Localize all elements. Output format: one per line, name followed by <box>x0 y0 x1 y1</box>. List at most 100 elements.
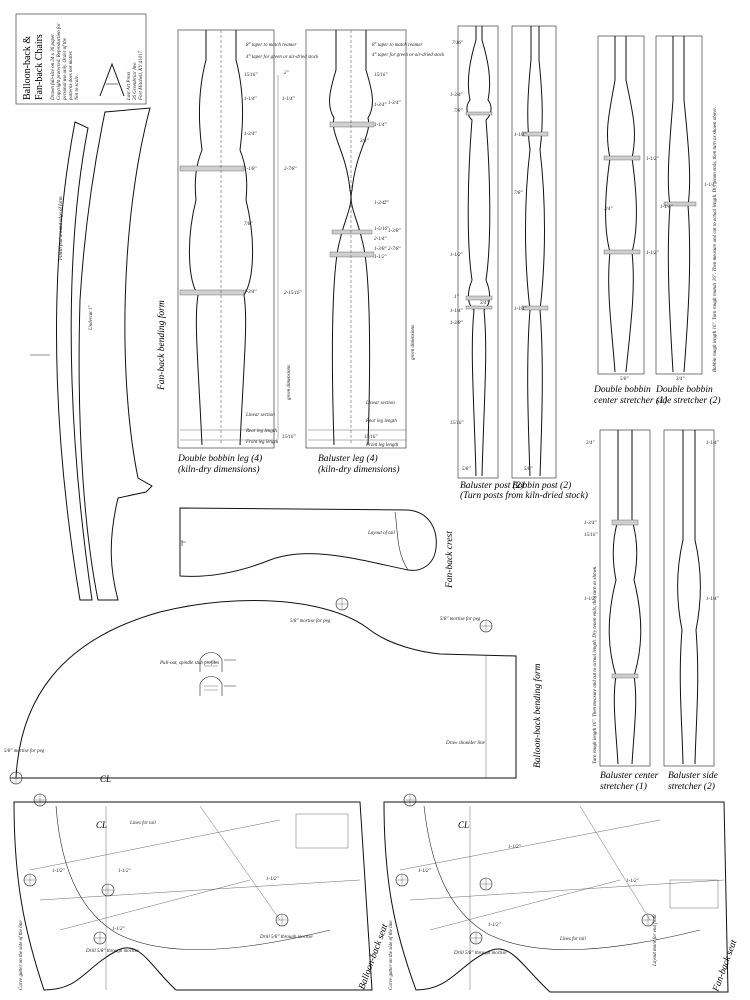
dim-label: 5/8" <box>524 467 533 472</box>
pull-out-note: Pull-out, spindle stub profiles <box>159 661 219 666</box>
dim-label: 1-1/2" <box>52 869 66 874</box>
dim-label: 1-1/2" <box>508 845 522 850</box>
title-note: Drawn full-size on 24 x 36 paper. <box>51 33 56 101</box>
taper-note: 8° taper to match reamer <box>372 43 422 48</box>
dim-label: 1-3/8" <box>374 247 388 252</box>
dim-label: 2" <box>284 71 290 76</box>
fan-back-seat-label: Fan-back seat <box>711 938 739 994</box>
dim-label: 1-5/16" <box>374 227 390 232</box>
publisher-line: Lost Art Press <box>127 72 132 101</box>
double-bobbin-center-label: Double bobbin <box>593 385 651 395</box>
green-dimensions-note: green dimensions <box>411 325 416 360</box>
publisher-line: Fort Mitchell, KY 41017 <box>139 50 144 101</box>
dim-label: 1-1/8" <box>244 167 258 172</box>
dim-label: 1-1/2" <box>646 251 660 256</box>
dim-label: 1-1/4" <box>704 183 718 188</box>
center-line-label: CL <box>100 774 111 784</box>
baluster-leg: 15/16" 1-3/4" 1-1/4" 1-3/4" 1-5/16" 3/4"… <box>308 30 445 475</box>
title-note: Copyright protected. Reproduction for <box>57 23 62 100</box>
dim-label: 3/4" <box>604 207 613 212</box>
title-line-1: Balloon-back & <box>22 36 33 100</box>
publisher-line: 26 Greenbriar Ave. <box>133 62 138 100</box>
dim-label: 7/8" <box>244 222 253 227</box>
double-bobbin-center-stretcher: 1-1/2" 1-1/2" 3/4" 5/8" Double bobbin ce… <box>593 35 667 406</box>
carve-gutter-note: Carve gutter on the side of the line <box>19 920 24 990</box>
dim-label: 1-1/2" <box>488 923 502 928</box>
dim-label: 2-1/4" <box>374 237 388 242</box>
rear-leg-length: Rear leg length <box>365 419 397 424</box>
fan-back-crest-label: Fan-back crest <box>445 531 455 589</box>
fan-back-crest: Layout of tail Fan-back crest <box>179 507 455 589</box>
dim-label: 15/16" <box>374 73 388 78</box>
mortise-note: 5/8" mortise for peg <box>290 619 331 624</box>
title-note: patterns does not matter. <box>69 51 74 101</box>
title-line-2: Fan-back Chairs <box>34 34 45 100</box>
dim-label: 1-3/4" <box>450 93 464 98</box>
dim-label: 1-1/2" <box>418 869 432 874</box>
dim-label: 1" <box>454 295 460 300</box>
carve-gutter-note: Carve gutter on the side of the line <box>389 920 394 990</box>
front-leg-length: Front leg length <box>245 440 279 445</box>
fan-back-bending-form: Finish pad around edge of form Undercut … <box>30 107 167 601</box>
dim-label: 1-1/2" <box>118 869 132 874</box>
taper-note: 4° taper for green or air-dried stock <box>246 55 319 60</box>
double-bobbin-side-sub: side stretcher (2) <box>656 395 721 406</box>
drill-note: Drill 5/8" through mortise <box>85 949 139 954</box>
fan-back-bending-form-label: Fan-back bending form <box>156 300 167 391</box>
linear-section-note: Linear section <box>365 401 395 406</box>
mortise-note: 5/8" mortise for peg <box>4 749 45 754</box>
dim-label: 1-3/4" <box>244 132 258 137</box>
turn-note: Turn rough length 16". Then measure and … <box>593 565 598 764</box>
dim-label: 1-1/4" <box>514 307 528 312</box>
balloon-back-bending-form-label: Balloon-back bending form <box>532 663 543 768</box>
baluster-side-stretcher: 1-1/4" 1-1/4" Baluster side stretcher (2… <box>663 429 720 792</box>
dim-label: 2-7/8" <box>284 167 298 172</box>
dim-label: 15/16" <box>450 421 464 426</box>
center-line-mark: CL <box>458 820 469 830</box>
dim-label: 1-3/4" <box>374 103 388 108</box>
lines-for-tail-note: Lines for tail <box>129 821 156 826</box>
dim-label: 1-3/8" <box>450 321 464 326</box>
dim-label: 2-7/8" <box>388 247 402 252</box>
dim-label: 1-1/2" <box>626 879 640 884</box>
dim-label: 1-1/4" <box>450 309 464 314</box>
layout-tail-note: Layout of tail <box>367 531 396 536</box>
dim-label: 1-3/8" <box>388 229 402 234</box>
undercut-note: Undercut 1° <box>89 306 94 330</box>
double-bobbin-leg: 15/16" 1-1/4" 1-3/4" 1-1/8" 1-3/4" 7/8" … <box>177 29 407 475</box>
seat-layout-note: Layout mark for end front <box>653 914 658 967</box>
dim-label: 1-1/4" <box>706 597 720 602</box>
baluster-post-label: Baluster post (2) <box>460 480 524 491</box>
linear-section-note: Linear section <box>245 413 275 418</box>
dim-label: 15/16" <box>282 435 296 440</box>
front-leg-length: Front leg length <box>365 443 399 448</box>
shoulder-line-note: Draw shoulder line <box>445 741 486 746</box>
balloon-back-bending-form: 5/8" mortise for peg 5/8" mortise for pe… <box>4 597 543 785</box>
lines-for-tail-note: Lines for tail <box>559 937 586 942</box>
dim-label: 15/16" <box>584 533 598 538</box>
baluster-post: 7/16" 1-3/4" 7/8" 1-1/2" 1" 1-1/4" 1-3/8… <box>450 25 588 501</box>
double-bobbin-side-stretcher: 1-1/4" 1-1/4" 3/4" Bobbin rough length 1… <box>655 35 721 406</box>
mortise-note: 5/8" mortise for peg <box>440 617 481 622</box>
dim-label: 7/8" <box>514 191 523 196</box>
double-bobbin-center-sub: center stretcher (1) <box>594 395 667 406</box>
baluster-post-sub: (Turn posts from kiln-dried stock) <box>460 490 588 501</box>
baluster-center-sub: stretcher (1) <box>600 781 647 792</box>
dim-label: 1-1/4" <box>244 97 258 102</box>
dim-label: 1-1/2" <box>374 255 388 260</box>
dim-label: 3/4" <box>586 441 595 446</box>
fan-back-seat: CL 1-1/2" 1-1/2" 1-1/2" 1-1/2" Drill 5/8… <box>383 793 739 994</box>
double-bobbin-side-label: Double bobbin <box>655 385 713 395</box>
taper-note: 8° taper to match reamer <box>246 43 296 48</box>
title-note: personal use only. Order of the <box>63 37 68 101</box>
dim-label: 1-1/2" <box>112 927 126 932</box>
balloon-back-seat-label: Balloon-back seat <box>357 923 390 991</box>
dim-label: 3/4" <box>360 139 369 144</box>
dim-label: 1-1/2" <box>266 877 280 882</box>
baluster-leg-label: Baluster leg (4) <box>318 453 378 464</box>
dim-label: 2-15/16" <box>284 291 303 296</box>
dim-label: 15/16" <box>244 73 258 78</box>
taper-note: 4° taper for green or air-dried stock <box>372 53 445 58</box>
drill-note: Drill 5/8" through mortise <box>453 951 507 956</box>
